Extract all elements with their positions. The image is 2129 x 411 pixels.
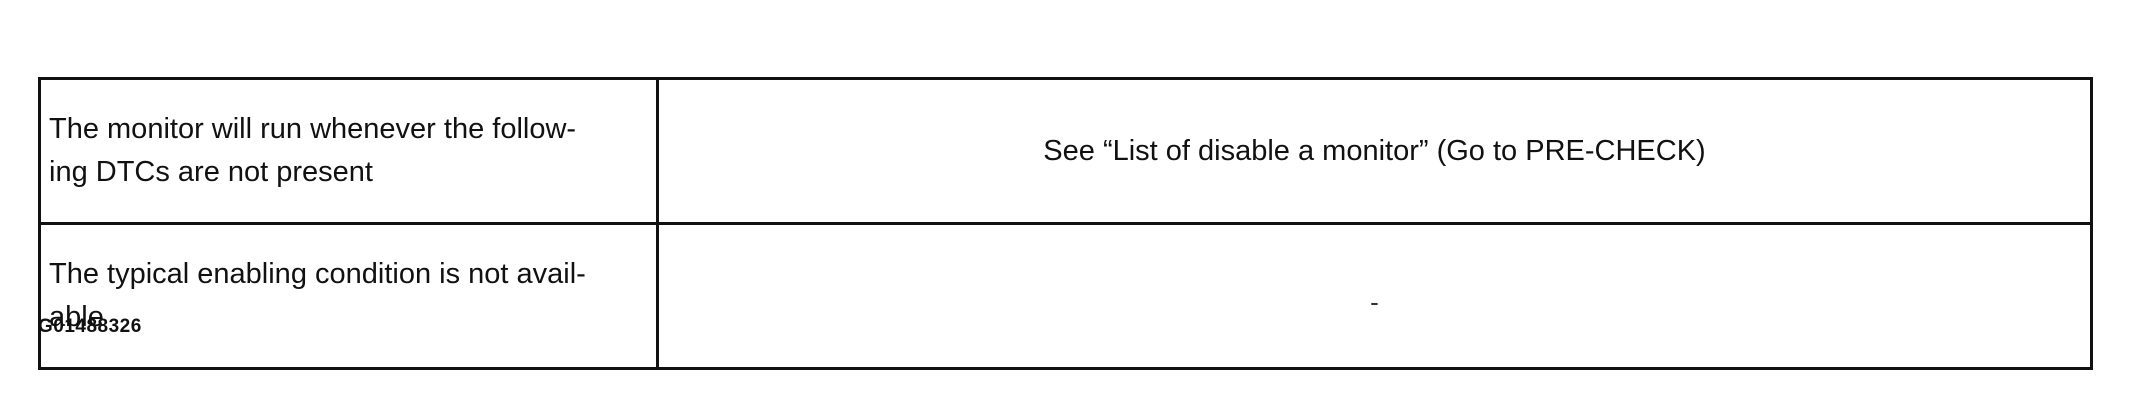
value-text: - (1370, 286, 1379, 317)
condition-line: ing DTCs are not present (49, 156, 373, 188)
figure-id: G01488326 (38, 316, 142, 337)
condition-line: The typical enabling condition is not av… (49, 258, 586, 290)
monitor-conditions-table: The monitor will run whenever the follow… (38, 77, 2093, 370)
condition-line: The monitor will run whenever the follow… (49, 113, 577, 145)
table-row: The typical enabling condition is not av… (38, 222, 2093, 370)
value-cell: - (656, 222, 2093, 370)
condition-cell: The monitor will run whenever the follow… (38, 77, 659, 225)
table-row: The monitor will run whenever the follow… (38, 77, 2093, 225)
value-text: See “List of disable a monitor” (Go to P… (1043, 134, 1706, 167)
value-cell: See “List of disable a monitor” (Go to P… (656, 77, 2093, 225)
condition-cell: The typical enabling condition is not av… (38, 222, 659, 370)
condition-line: able (49, 301, 104, 333)
